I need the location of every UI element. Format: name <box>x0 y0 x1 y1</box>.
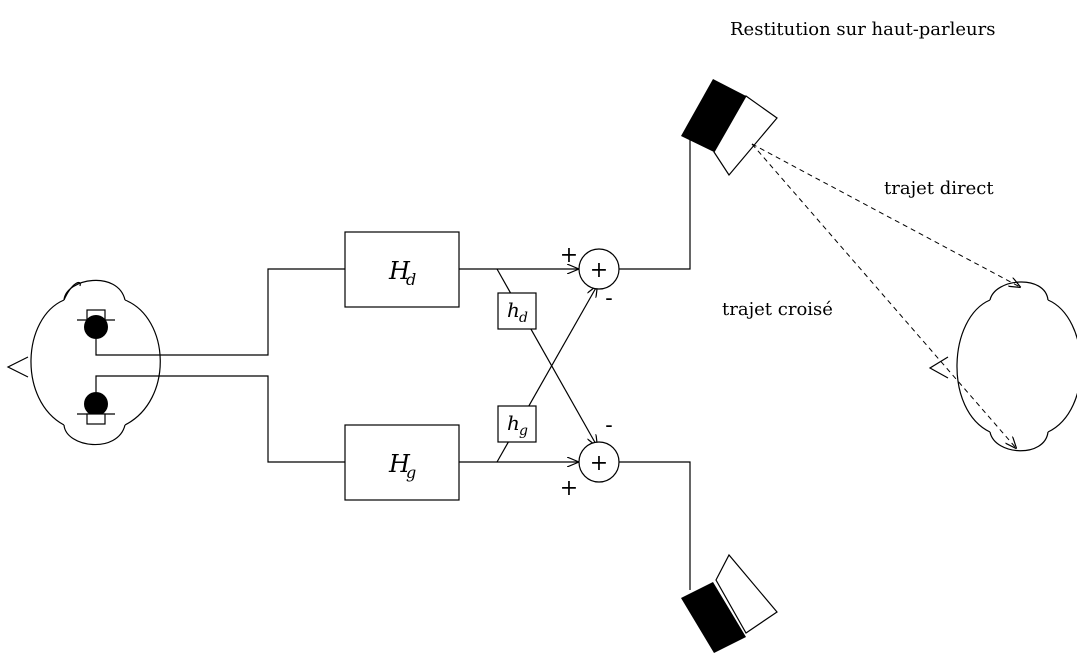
summer-top-minus-sign: - <box>605 286 612 311</box>
filter-hd-subscript: d <box>406 270 416 289</box>
loudspeaker-bottom <box>681 553 778 653</box>
recording-head <box>6 279 161 446</box>
acoustic-paths <box>751 143 1020 448</box>
listener-head <box>928 281 1077 452</box>
filter-hd: H d <box>344 231 460 308</box>
cross-filter-hd-symbol: h <box>507 298 520 322</box>
loudspeaker-top <box>681 79 778 177</box>
cross-filter-hg-subscript: g <box>519 423 528 439</box>
summer-bottom-minus-sign: - <box>605 413 612 438</box>
cross-filter-hg-symbol: h <box>507 411 520 435</box>
signal-wires <box>95 140 691 590</box>
summer-bottom: + - + <box>560 413 620 501</box>
summer-bottom-plus-sign: + <box>560 476 578 501</box>
label-crossed-path: trajet croisé <box>722 299 833 320</box>
filter-hg-subscript: g <box>406 463 416 482</box>
filter-hd-symbol: H <box>388 257 411 285</box>
label-direct-path: trajet direct <box>884 178 994 199</box>
cross-filter-hd: h d <box>497 292 537 330</box>
filter-hg-symbol: H <box>388 450 411 478</box>
summer-top-symbol: + <box>590 258 608 283</box>
summer-bottom-symbol: + <box>590 451 608 476</box>
microphone-bottom <box>77 392 115 425</box>
diagram-title: Restitution sur haut-parleurs <box>730 19 996 40</box>
filter-hg: H g <box>344 424 460 501</box>
summer-top: + + - <box>560 243 620 311</box>
cross-filter-hd-subscript: d <box>519 310 528 326</box>
microphone-top <box>77 309 115 339</box>
cross-filter-hg: h g <box>497 405 537 443</box>
summer-top-plus-sign: + <box>560 243 578 268</box>
